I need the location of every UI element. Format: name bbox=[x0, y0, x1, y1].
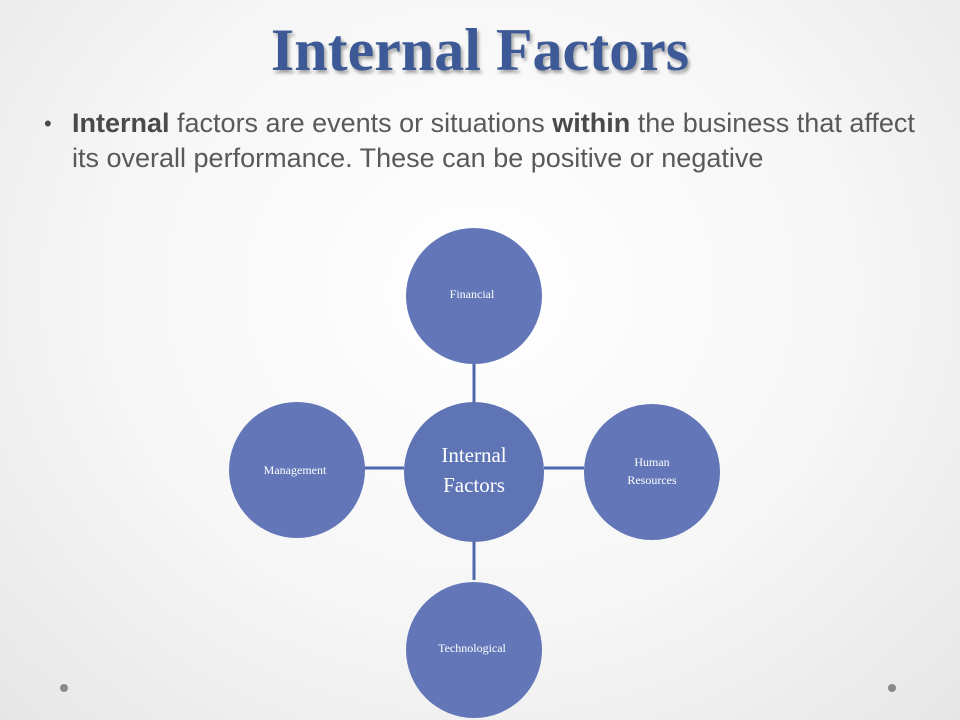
bullet-point: • Internal factors are events or situati… bbox=[44, 106, 944, 176]
bullet-bold-within: within bbox=[552, 108, 631, 138]
node-technological bbox=[406, 582, 542, 718]
center-label-line1: Internal bbox=[441, 443, 506, 467]
bullet-dot-icon: • bbox=[44, 111, 52, 136]
center-label-line2: Factors bbox=[443, 473, 505, 497]
node-human-resources bbox=[584, 404, 720, 540]
node-center bbox=[404, 402, 544, 542]
node-financial bbox=[406, 228, 542, 364]
label-technological: Technological bbox=[438, 641, 506, 655]
slide-title: Internal Factors bbox=[270, 17, 690, 83]
label-human-line2: Resources bbox=[627, 473, 677, 487]
label-management: Management bbox=[264, 463, 327, 477]
label-human-line1: Human bbox=[634, 455, 669, 469]
bullet-bold-internal: Internal bbox=[72, 108, 170, 138]
bullet-text-part1: factors are events or situations bbox=[169, 108, 553, 138]
bottom-right-dot bbox=[888, 684, 896, 692]
label-financial: Financial bbox=[450, 287, 495, 301]
bullet-text-part2: the business that affect its overall per… bbox=[72, 108, 915, 173]
bottom-left-dot bbox=[60, 684, 68, 692]
node-management bbox=[229, 402, 365, 538]
bullet-text: Internal factors are events or situation… bbox=[72, 106, 944, 176]
